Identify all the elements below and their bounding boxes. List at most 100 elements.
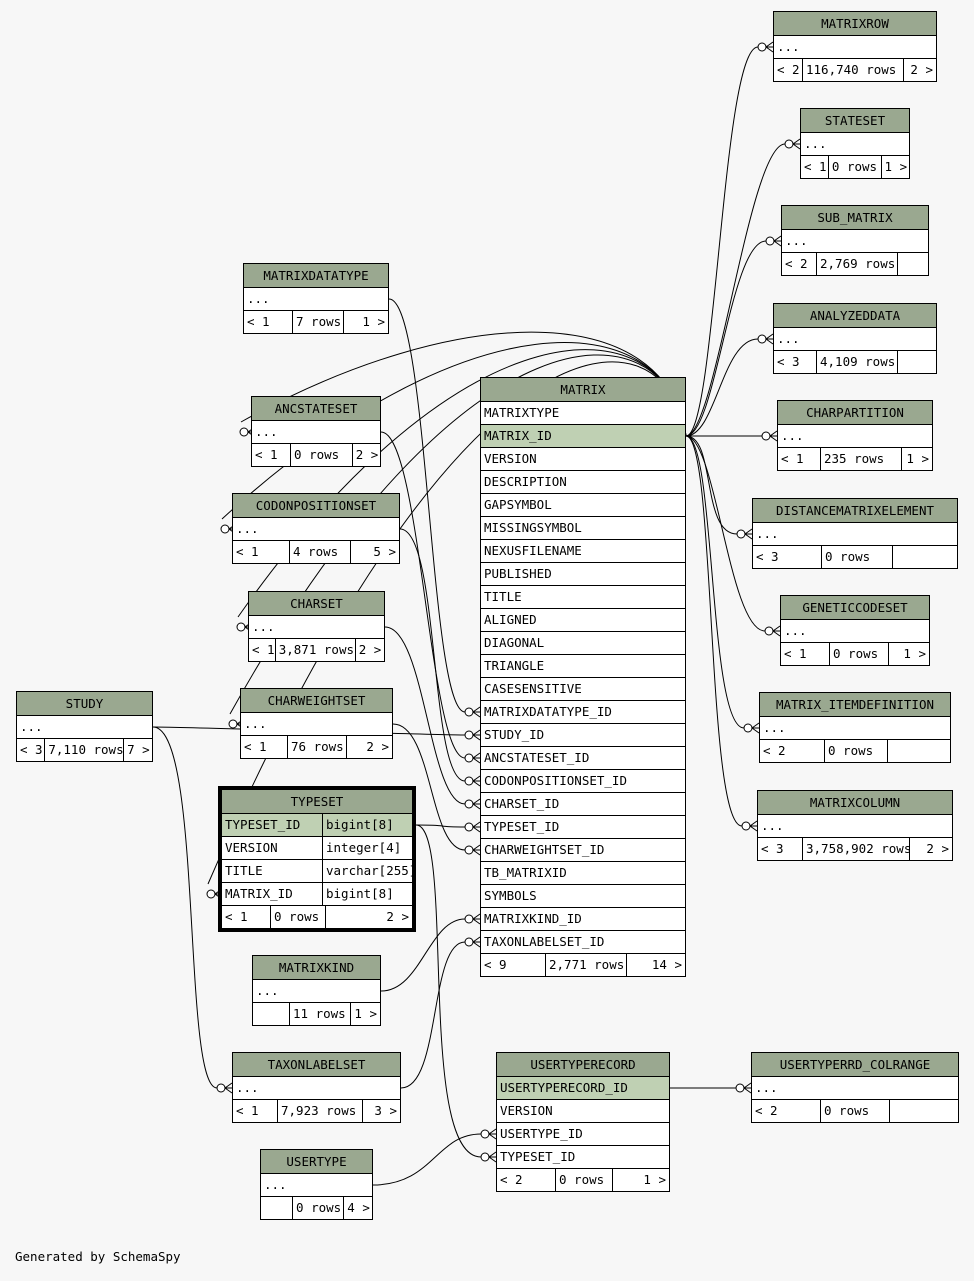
column-row[interactable]: ... xyxy=(758,815,952,838)
column-row[interactable]: CHARSET_ID xyxy=(481,793,685,816)
parents-count[interactable]: < 1 xyxy=(247,314,270,329)
column-row[interactable]: ... xyxy=(752,1077,958,1100)
children-count[interactable] xyxy=(888,740,950,762)
children-count[interactable]: 7 > xyxy=(127,742,150,757)
parents-count[interactable]: < 1 xyxy=(781,451,804,466)
column-row[interactable]: ... xyxy=(261,1174,372,1197)
column-row[interactable]: CHARWEIGHTSET_ID xyxy=(481,839,685,862)
parents-count[interactable]: < 3 xyxy=(20,742,43,757)
table-name[interactable]: CHARWEIGHTSET xyxy=(241,689,392,713)
table-name[interactable]: MATRIXROW xyxy=(774,12,936,36)
column-row[interactable]: ... xyxy=(252,421,380,444)
column-row[interactable]: DIAGONAL xyxy=(481,632,685,655)
children-count[interactable]: 14 > xyxy=(651,957,682,972)
column-row[interactable]: ... xyxy=(801,133,909,156)
table-name[interactable]: STUDY xyxy=(17,692,152,716)
children-count[interactable] xyxy=(898,253,928,275)
table-name[interactable]: ANCSTATESET xyxy=(252,397,380,421)
children-count[interactable]: 1 > xyxy=(906,451,929,466)
table-name[interactable]: MATRIXCOLUMN xyxy=(758,791,952,815)
column-row[interactable]: ... xyxy=(753,523,957,546)
parents-count[interactable]: < 3 xyxy=(777,354,800,369)
parents-count[interactable]: < 2 xyxy=(755,1103,778,1118)
column-row[interactable]: TAXONLABELSET_ID xyxy=(481,931,685,954)
column-row[interactable]: MATRIXKIND_ID xyxy=(481,908,685,931)
column-row[interactable]: TRIANGLE xyxy=(481,655,685,678)
children-count[interactable]: 1 > xyxy=(362,314,385,329)
column-row[interactable]: ... xyxy=(782,230,928,253)
table-name[interactable]: CHARPARTITION xyxy=(778,401,932,425)
column-row[interactable]: CASESENSITIVE xyxy=(481,678,685,701)
column-row[interactable]: ... xyxy=(233,1077,400,1100)
children-count[interactable]: 1 > xyxy=(354,1006,377,1021)
parents-count[interactable] xyxy=(261,1197,292,1219)
column-row[interactable]: TYPESET_ID xyxy=(497,1146,669,1169)
column-row[interactable]: USERTYPERECORD_ID xyxy=(497,1077,669,1100)
column-row[interactable]: ... xyxy=(253,980,380,1003)
parents-count[interactable]: < 9 xyxy=(484,957,507,972)
parents-count[interactable]: < 1 xyxy=(252,642,275,657)
column-row[interactable]: TITLE xyxy=(481,586,685,609)
column-row[interactable]: ... xyxy=(778,425,932,448)
column-row[interactable]: ... xyxy=(249,616,384,639)
column-row[interactable]: DESCRIPTION xyxy=(481,471,685,494)
children-count[interactable]: 2 > xyxy=(355,447,379,462)
column-row[interactable]: VERSION xyxy=(497,1100,669,1123)
column-row[interactable]: NEXUSFILENAME xyxy=(481,540,685,563)
column-row[interactable]: MISSINGSYMBOL xyxy=(481,517,685,540)
column-row[interactable]: ... xyxy=(774,36,936,59)
children-count[interactable]: 4 > xyxy=(347,1200,370,1215)
children-count[interactable] xyxy=(893,546,957,568)
column-row[interactable]: ... xyxy=(774,328,936,351)
parents-count[interactable]: < 2 xyxy=(763,743,786,758)
table-name[interactable]: GENETICCODESET xyxy=(781,596,929,620)
column-row[interactable]: TYPESET_ID xyxy=(481,816,685,839)
column-row[interactable]: GAPSYMBOL xyxy=(481,494,685,517)
table-name[interactable]: MATRIX xyxy=(481,378,685,402)
column-row[interactable]: ANCSTATESET_ID xyxy=(481,747,685,770)
table-name[interactable]: MATRIX_ITEMDEFINITION xyxy=(760,693,950,717)
children-count[interactable]: 2 > xyxy=(386,909,409,924)
parents-count[interactable]: < 1 xyxy=(784,646,807,661)
parents-count[interactable]: < 2 xyxy=(777,62,800,77)
children-count[interactable]: 2 > xyxy=(366,739,389,754)
column-row[interactable]: USERTYPE_ID xyxy=(497,1123,669,1146)
table-name[interactable]: CODONPOSITIONSET xyxy=(233,494,399,518)
parents-count[interactable]: < 1 xyxy=(244,739,267,754)
table-name[interactable]: TAXONLABELSET xyxy=(233,1053,400,1077)
parents-count[interactable]: < 1 xyxy=(255,447,278,462)
table-name[interactable]: USERTYPERECORD xyxy=(497,1053,669,1077)
column-row[interactable]: ... xyxy=(17,716,152,739)
column-row[interactable]: ALIGNED xyxy=(481,609,685,632)
parents-count[interactable] xyxy=(253,1003,289,1025)
table-name[interactable]: ANALYZEDDATA xyxy=(774,304,936,328)
column-row[interactable]: MATRIXDATATYPE_ID xyxy=(481,701,685,724)
table-name[interactable]: TYPESET xyxy=(222,790,412,814)
children-count[interactable] xyxy=(890,1100,958,1122)
children-count[interactable]: 1 > xyxy=(903,646,926,661)
column-row[interactable]: TB_MATRIXID xyxy=(481,862,685,885)
children-count[interactable]: 3 > xyxy=(374,1103,397,1118)
column-row[interactable]: VERSION xyxy=(481,448,685,471)
table-name[interactable]: STATESET xyxy=(801,109,909,133)
children-count[interactable] xyxy=(898,351,936,373)
